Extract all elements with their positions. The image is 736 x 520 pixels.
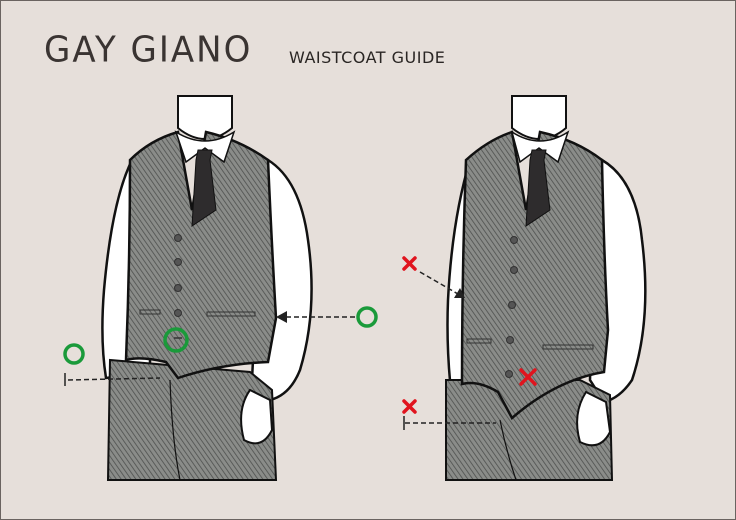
brand-logo: GAY GIANO <box>44 29 253 71</box>
good-marker-icon <box>163 327 189 353</box>
good-marker-icon <box>63 343 85 365</box>
guide-title: WAISTCOAT GUIDE <box>289 48 446 67</box>
figure-incorrect <box>402 95 647 481</box>
bad-marker-icon <box>519 368 537 386</box>
good-marker-icon <box>356 306 378 328</box>
bad-marker-icon <box>402 256 417 271</box>
figure-correct <box>63 95 378 481</box>
bad-marker-icon <box>402 399 417 414</box>
